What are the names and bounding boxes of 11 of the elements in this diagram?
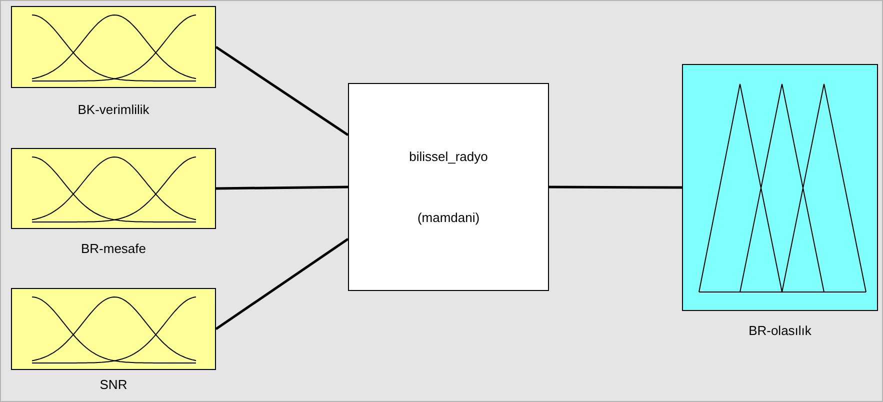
variable-name: BK-verimlilik (78, 102, 150, 117)
system-box (348, 83, 549, 291)
variable-name: SNR (100, 377, 128, 392)
system-name: bilissel_radyo (409, 149, 488, 164)
variable-name: BR-mesafe (80, 241, 146, 256)
connector-line (549, 186, 682, 189)
inference-type: (mamdani) (417, 210, 480, 225)
connector-line (215, 46, 349, 136)
connector-line (215, 238, 349, 330)
variable-name: BR-olasılık (748, 323, 812, 338)
connector-line (216, 186, 348, 190)
